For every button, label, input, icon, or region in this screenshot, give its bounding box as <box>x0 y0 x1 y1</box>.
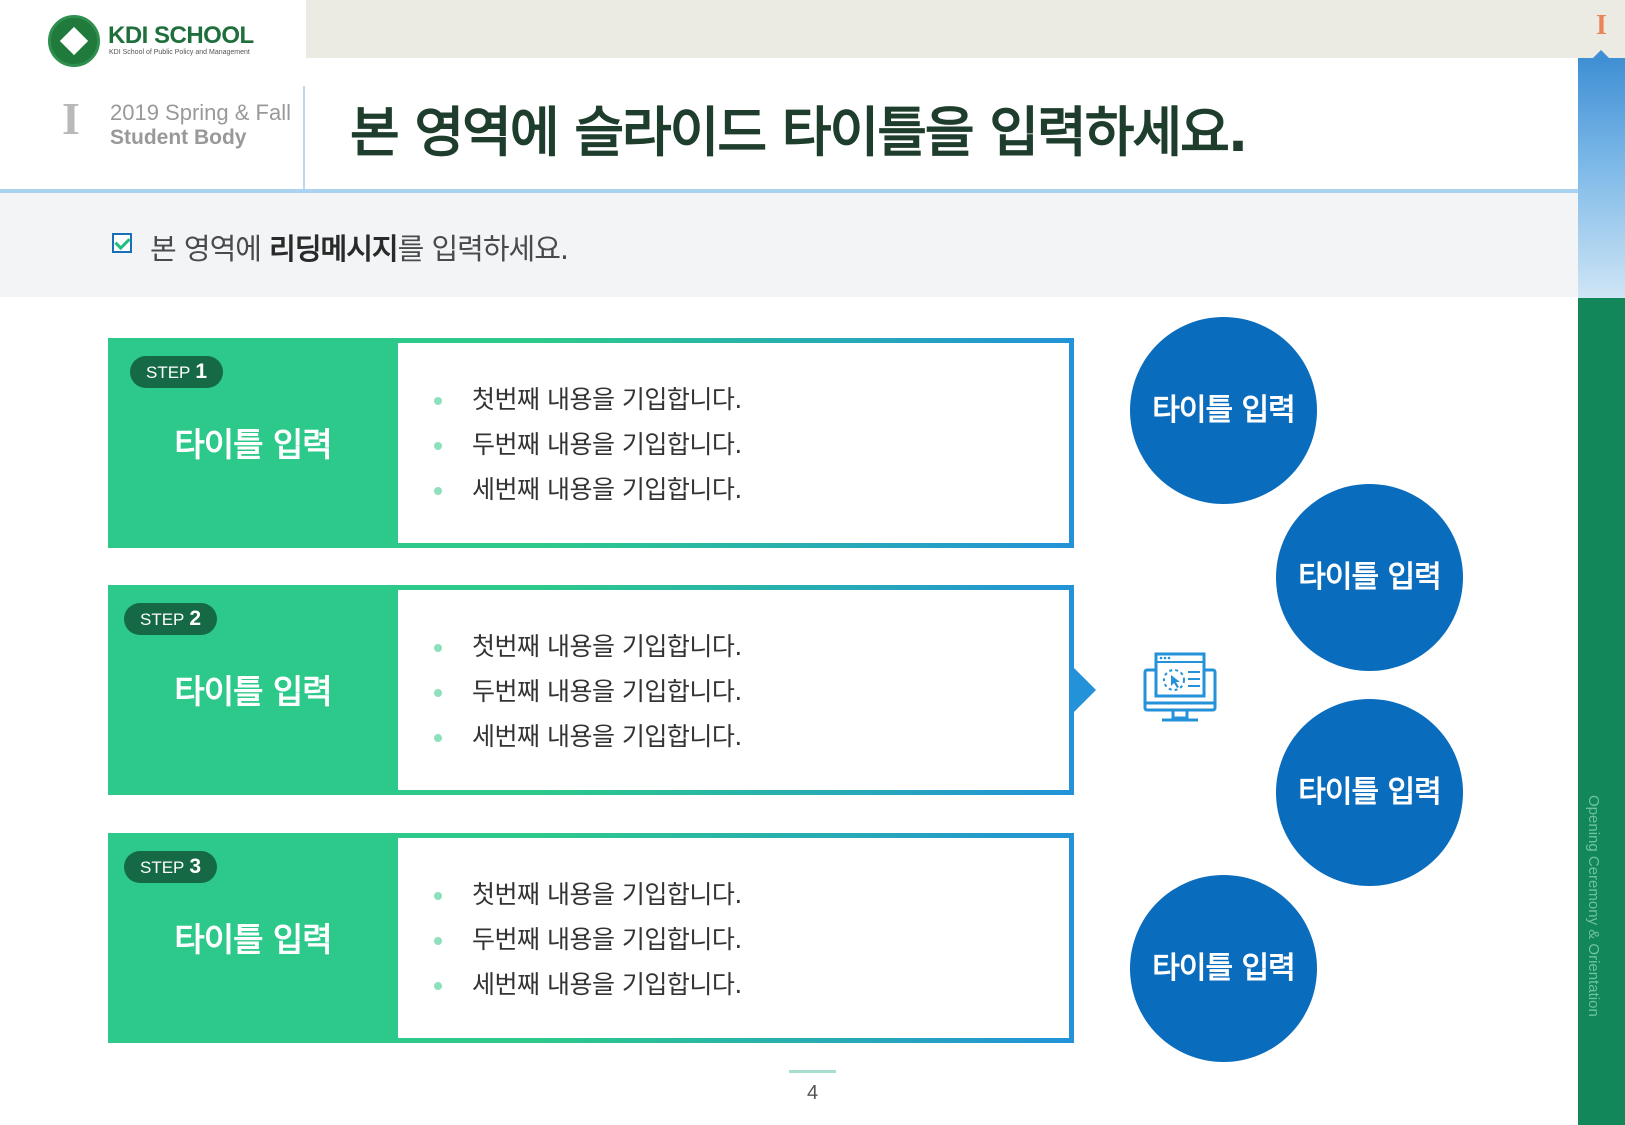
step-badge-label: STEP <box>140 610 185 629</box>
list-item: 두번째 내용을 기입합니다. <box>434 917 742 962</box>
right-rail-sky <box>1578 58 1625 298</box>
circle-title-2: 타이틀 입력 <box>1276 484 1463 671</box>
lead-message: 본 영역에 리딩메시지를 입력하세요. <box>150 226 570 268</box>
page-number: 4 <box>806 1082 819 1104</box>
list-item: 세번째 내용을 기입합니다. <box>434 714 742 759</box>
step-badge-label: STEP <box>146 363 191 382</box>
circle-title-3: 타이틀 입력 <box>1276 699 1463 886</box>
marker-triangle-icon <box>1589 50 1613 62</box>
circle-title-4: 타이틀 입력 <box>1130 875 1317 1062</box>
rail-vertical-text: Opening Ceremony & Orientation <box>1585 795 1602 1017</box>
list-item: 두번째 내용을 기입합니다. <box>434 422 742 467</box>
list-item: 세번째 내용을 기입합니다. <box>434 467 742 512</box>
step-list: 첫번째 내용을 기입합니다. 두번째 내용을 기입합니다. 세번째 내용을 기입… <box>434 872 742 1007</box>
lead-suffix: 를 입력하세요. <box>397 232 570 266</box>
step-list: 첫번째 내용을 기입합니다. 두번째 내용을 기입합니다. 세번째 내용을 기입… <box>434 624 742 759</box>
logo-name: KDI SCHOOL <box>108 22 254 49</box>
step-title: 타이틀 입력 <box>174 672 332 711</box>
monitor-cursor-icon <box>1143 652 1217 722</box>
logo-subtitle: KDI School of Public Policy and Manageme… <box>109 49 250 56</box>
checkbox-checked-icon <box>112 233 132 253</box>
step-badge-number: 3 <box>189 855 202 878</box>
step-content: 첫번째 내용을 기입합니다. 두번째 내용을 기입합니다. 세번째 내용을 기입… <box>398 590 1069 790</box>
pointer-arrow-icon <box>1074 668 1096 712</box>
step-title: 타이틀 입력 <box>174 920 332 959</box>
list-item: 첫번째 내용을 기입합니다. <box>434 872 742 917</box>
circle-title-1: 타이틀 입력 <box>1130 317 1317 504</box>
step-badge-number: 2 <box>189 607 202 630</box>
lead-emphasis: 리딩메시지 <box>269 232 398 266</box>
header-section: Student Body <box>110 126 247 149</box>
logo: KDI SCHOOL KDI School of Public Policy a… <box>0 0 306 67</box>
header-divider <box>303 86 305 190</box>
list-item: 두번째 내용을 기입합니다. <box>434 669 742 714</box>
list-item: 세번째 내용을 기입합니다. <box>434 962 742 1007</box>
lead-prefix: 본 영역에 <box>150 232 270 266</box>
step-badge-label: STEP <box>140 858 185 877</box>
step-list: 첫번째 내용을 기입합니다. 두번째 내용을 기입합니다. 세번째 내용을 기입… <box>434 377 742 512</box>
chapter-number: I <box>62 93 80 144</box>
list-item: 첫번째 내용을 기입합니다. <box>434 377 742 422</box>
step-content: 첫번째 내용을 기입합니다. 두번째 내용을 기입합니다. 세번째 내용을 기입… <box>398 343 1069 543</box>
list-item: 첫번째 내용을 기입합니다. <box>434 624 742 669</box>
step-content: 첫번째 내용을 기입합니다. 두번째 내용을 기입합니다. 세번째 내용을 기입… <box>398 838 1069 1038</box>
title-rule <box>0 189 1578 193</box>
right-rail-green <box>1578 298 1625 1125</box>
lead-band <box>0 193 1578 297</box>
chapter-marker: I <box>1596 10 1607 41</box>
slide-title: 본 영역에 슬라이드 타이틀을 입력하세요. <box>350 101 1248 164</box>
step-badge-number: 1 <box>195 360 208 383</box>
step-title: 타이틀 입력 <box>174 425 332 464</box>
logo-emblem-icon <box>48 15 100 67</box>
header-year-term: 2019 Spring & Fall <box>110 100 291 125</box>
page-number-rule <box>789 1070 836 1073</box>
